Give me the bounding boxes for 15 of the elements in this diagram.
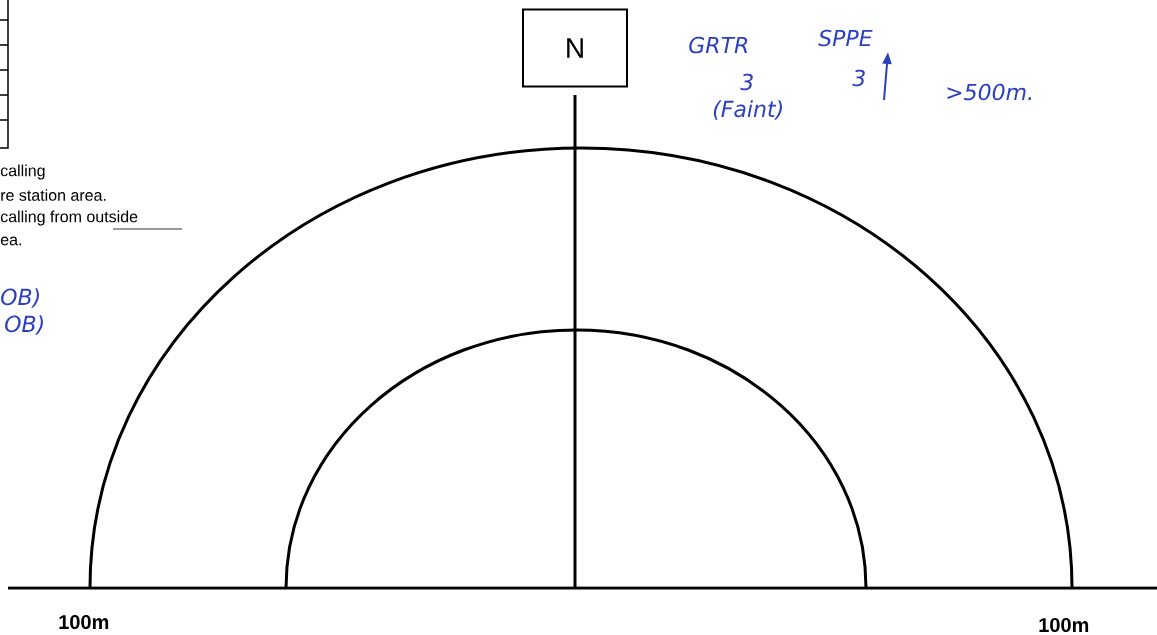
handwritten-note: SPPE	[818, 29, 873, 47]
handwritten-note: 3	[740, 73, 753, 91]
distance-label: 100m	[1039, 617, 1089, 633]
north-box: N	[522, 8, 628, 88]
handwritten-note: OB)	[1, 288, 39, 308]
handwritten-note: (Faint)	[713, 100, 782, 120]
handwritten-note: 3	[852, 69, 865, 87]
handwritten-note: GRTR	[689, 36, 748, 54]
note-text: calling from outside	[0, 210, 138, 226]
note-text: calling	[0, 164, 45, 180]
handwritten-note: OB)	[5, 315, 43, 335]
note-text: ea.	[0, 236, 21, 246]
distance-label: 100m	[59, 614, 109, 630]
note-text: re station area.	[1, 189, 106, 201]
handwritten-note: >500m.	[947, 83, 1032, 101]
